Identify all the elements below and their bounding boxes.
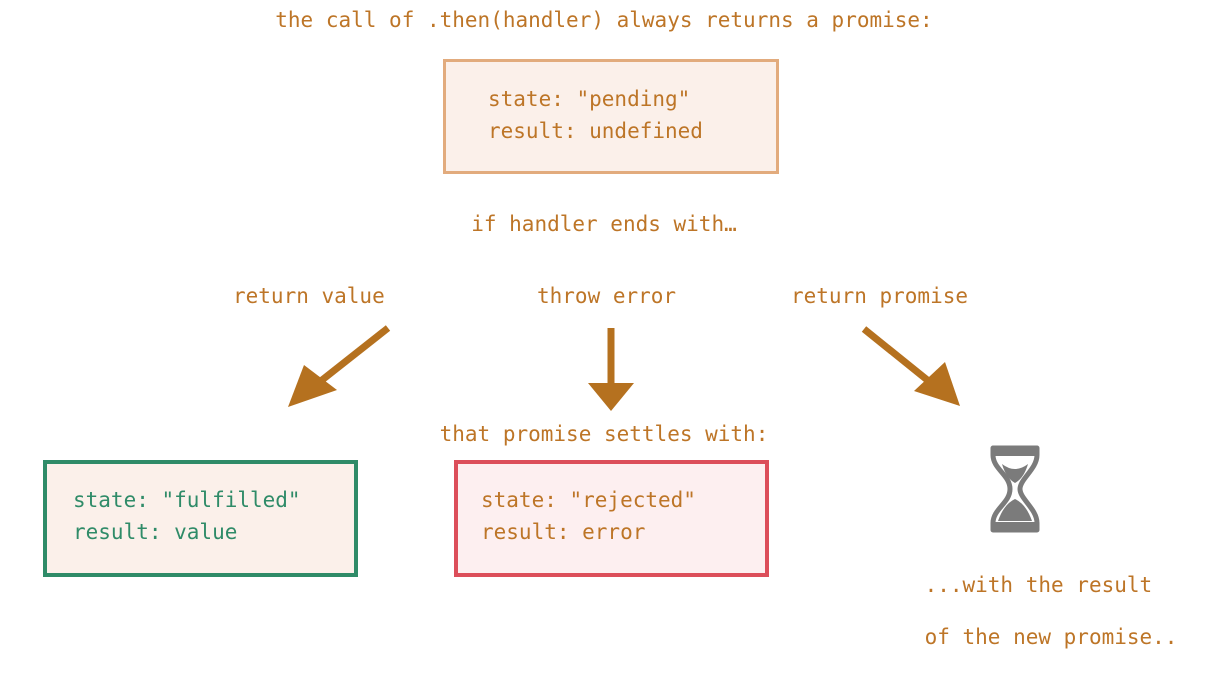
- fulfilled-state-box: state: "fulfilled" result: value: [43, 460, 358, 577]
- headline-text: the call of .then(handler) always return…: [275, 8, 933, 32]
- new-promise-note: ...with the result of the new promise..: [874, 546, 1178, 676]
- new-promise-note-line2: of the new promise..: [924, 625, 1178, 649]
- rejected-state-box: state: "rejected" result: error: [454, 460, 769, 577]
- rejected-state-line: state: "rejected": [481, 488, 696, 512]
- settles-with-text: that promise settles with:: [439, 422, 769, 446]
- diagonal-down-left-arrow-icon: [288, 325, 391, 407]
- branch-label-return-value: return value: [233, 284, 385, 308]
- pending-result-line: result: undefined: [488, 119, 703, 143]
- pending-state-line: state: "pending": [488, 87, 691, 111]
- down-arrow-icon: [588, 328, 634, 411]
- branch-label-throw-error: throw error: [537, 284, 677, 308]
- fulfilled-result-line: result: value: [73, 520, 238, 544]
- hourglass-icon: [990, 445, 1040, 533]
- if-handler-text: if handler ends with…: [471, 212, 737, 236]
- diagram-canvas: the call of .then(handler) always return…: [43, 8, 1177, 649]
- pending-state-box: state: "pending" result: undefined: [443, 59, 779, 174]
- rejected-result-line: result: error: [481, 520, 646, 544]
- new-promise-note-line1: ...with the result: [924, 573, 1153, 597]
- branch-label-return-promise: return promise: [791, 284, 969, 308]
- diagonal-down-right-arrow-icon: [861, 326, 960, 406]
- fulfilled-state-line: state: "fulfilled": [73, 488, 301, 512]
